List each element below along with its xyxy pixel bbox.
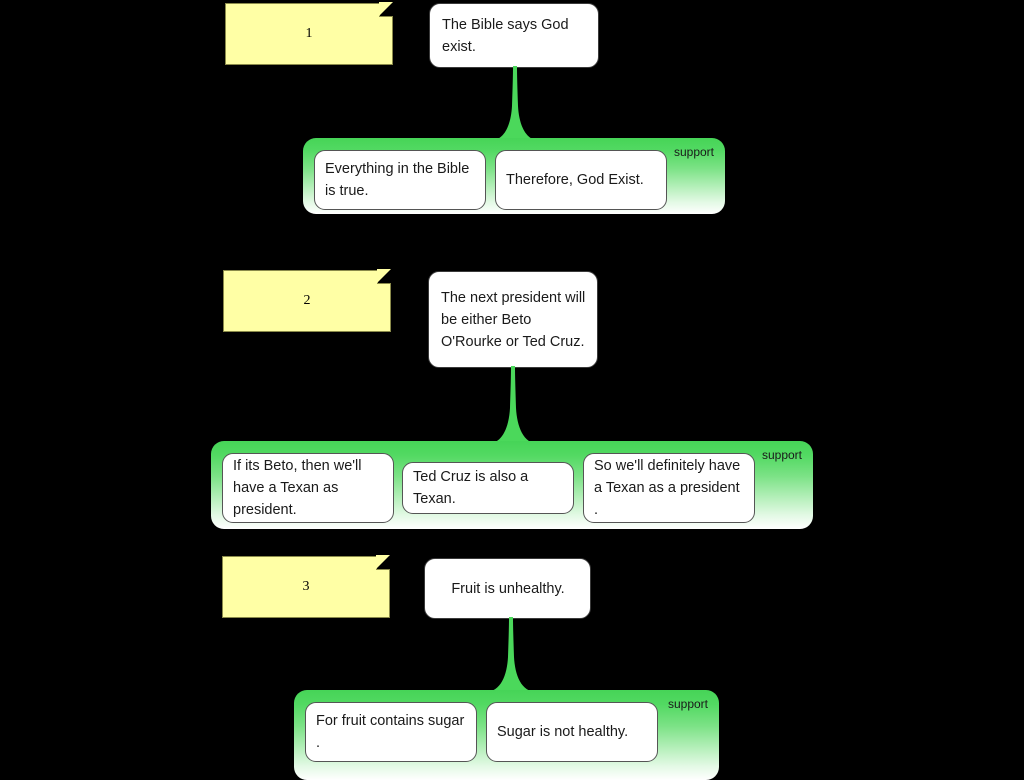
claim-box-2[interactable]: The next president will be either Beto O… [428, 271, 598, 368]
premise-box[interactable]: Sugar is not healthy. [486, 702, 658, 762]
premise-box[interactable]: For fruit contains sugar . [305, 702, 477, 762]
premise-box[interactable]: If its Beto, then we'll have a Texan as … [222, 453, 394, 523]
claim-box-3[interactable]: Fruit is unhealthy. [424, 558, 591, 619]
note-fold-corner-icon [379, 2, 393, 17]
premise-text: Everything in the Bible is true. [325, 161, 470, 199]
sticky-note-label: 1 [305, 26, 313, 41]
note-fold-corner-icon [376, 555, 390, 570]
support-panel-2: support If its Beto, then we'll have a T… [211, 441, 813, 529]
premise-text: Sugar is not healthy. [497, 724, 629, 740]
claim-text: The next president will be either Beto O… [441, 289, 586, 350]
sticky-note-label: 2 [303, 293, 311, 308]
claim-box-1[interactable]: The Bible says God exist. [429, 3, 599, 68]
claim-text: Fruit is unhealthy. [451, 580, 565, 597]
relation-label: support [761, 448, 802, 462]
premise-box[interactable]: Ted Cruz is also a Texan. [402, 462, 574, 514]
premise-text: Therefore, God Exist. [506, 172, 644, 188]
sticky-note-3[interactable]: 3 [222, 555, 390, 618]
sticky-note-2[interactable]: 2 [223, 269, 391, 332]
note-fold-corner-icon [377, 269, 391, 284]
support-panel-3: support For fruit contains sugar . Sugar… [294, 690, 719, 780]
premise-box[interactable]: So we'll definitely have a Texan as a pr… [583, 453, 755, 523]
support-connector-1 [487, 66, 543, 141]
sticky-note-label: 3 [302, 579, 310, 594]
support-panel-1: support Everything in the Bible is true.… [303, 138, 725, 214]
support-connector-3 [483, 617, 539, 692]
support-connector-2 [485, 366, 541, 444]
sticky-note-1[interactable]: 1 [225, 2, 393, 65]
premise-box[interactable]: Therefore, God Exist. [495, 150, 667, 210]
relation-label: support [673, 145, 714, 159]
premise-text: Ted Cruz is also a Texan. [413, 469, 529, 507]
claim-text: The Bible says God exist. [442, 16, 569, 55]
premise-box[interactable]: Everything in the Bible is true. [314, 150, 486, 210]
premise-text: For fruit contains sugar . [316, 713, 465, 751]
premise-text: If its Beto, then we'll have a Texan as … [233, 458, 362, 518]
relation-label: support [667, 697, 708, 711]
premise-text: So we'll definitely have a Texan as a pr… [594, 458, 741, 518]
